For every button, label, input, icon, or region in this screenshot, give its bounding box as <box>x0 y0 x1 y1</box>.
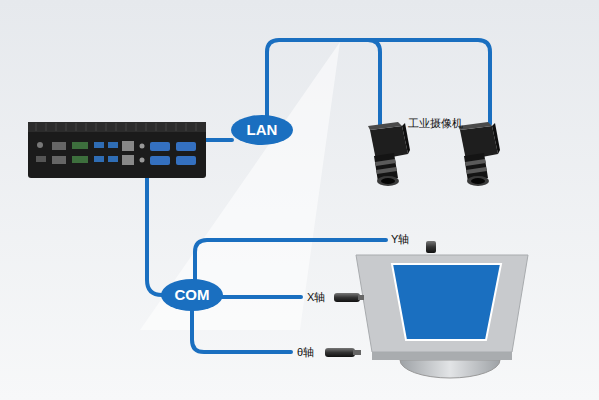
axis-label: Y轴 <box>391 233 409 246</box>
interface-ellipse: COM <box>160 278 224 312</box>
light-beam <box>140 42 340 330</box>
industrial-cameras <box>368 122 500 186</box>
interface-name: COM <box>175 287 210 304</box>
axis-label: X轴 <box>307 291 325 304</box>
camera-label: 工业摄像机 <box>408 117 463 130</box>
industrial-pc <box>28 122 206 178</box>
xy-theta-stage <box>325 241 528 378</box>
interface-ellipse: LAN <box>230 114 294 146</box>
interface-name: LAN <box>247 122 278 139</box>
axis-label: θ轴 <box>297 346 314 359</box>
